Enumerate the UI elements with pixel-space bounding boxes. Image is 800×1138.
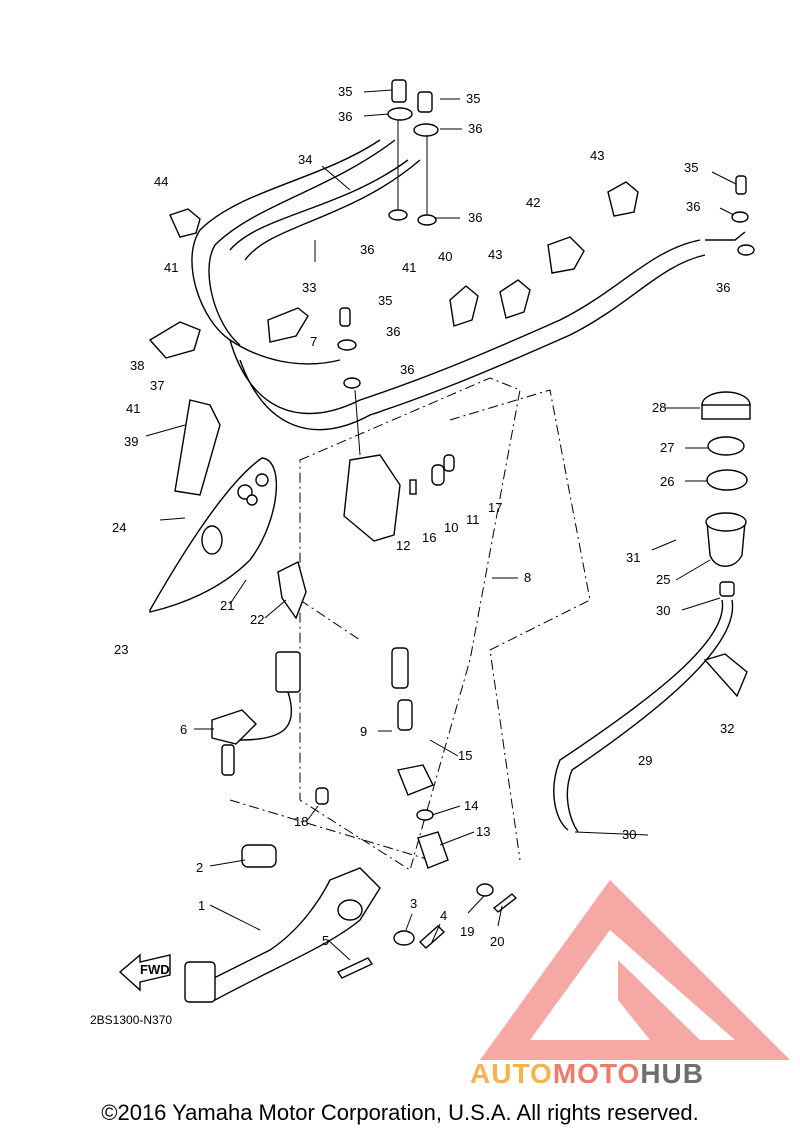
master-cylinder <box>343 454 455 869</box>
label-32: 32 <box>720 721 734 736</box>
fwd-arrow: FWD <box>118 953 171 992</box>
brake-pedal <box>184 787 518 1003</box>
label-16: 16 <box>422 530 436 545</box>
watermark-text: AUTOMOTOHUB <box>470 1058 704 1090</box>
label-12: 12 <box>396 538 410 553</box>
label-30a: 30 <box>656 603 670 618</box>
label-36b: 36 <box>468 121 482 136</box>
label-25: 25 <box>656 572 670 587</box>
label-35b: 35 <box>466 91 480 106</box>
label-13: 13 <box>476 824 490 839</box>
label-20: 20 <box>490 934 504 949</box>
watermark-logo <box>480 880 790 1060</box>
label-7: 7 <box>310 334 317 349</box>
label-33: 33 <box>302 280 316 295</box>
label-43a: 43 <box>590 148 604 163</box>
label-31: 31 <box>626 550 640 565</box>
label-36a: 36 <box>338 109 352 124</box>
label-40: 40 <box>438 249 452 264</box>
label-36e: 36 <box>686 199 700 214</box>
label-3: 3 <box>410 896 417 911</box>
label-41c: 41 <box>402 260 416 275</box>
label-6: 6 <box>180 722 187 737</box>
label-11: 11 <box>466 512 480 527</box>
label-35c: 35 <box>684 160 698 175</box>
label-43b: 43 <box>488 247 502 262</box>
label-1: 1 <box>198 898 205 913</box>
label-41a: 41 <box>164 260 178 275</box>
switch-6 <box>211 651 301 776</box>
copyright-notice: ©2016 Yamaha Motor Corporation, U.S.A. A… <box>101 1100 699 1125</box>
fwd-label: FWD <box>140 962 170 977</box>
watermark-hub: HUB <box>640 1058 704 1089</box>
banjo-bolts <box>337 79 755 456</box>
label-35d: 35 <box>378 293 392 308</box>
label-4: 4 <box>440 908 447 923</box>
label-36c: 36 <box>468 210 482 225</box>
label-2: 2 <box>196 860 203 875</box>
label-8: 8 <box>524 570 531 585</box>
label-36g: 36 <box>386 324 400 339</box>
label-24: 24 <box>112 520 126 535</box>
label-18: 18 <box>294 814 308 829</box>
bracket-22 <box>277 560 307 620</box>
label-36h: 36 <box>400 362 414 377</box>
label-14: 14 <box>464 798 478 813</box>
label-10: 10 <box>444 520 458 535</box>
label-42: 42 <box>526 195 540 210</box>
leader-lines <box>145 89 737 961</box>
label-39: 39 <box>124 434 138 449</box>
label-17: 17 <box>488 500 502 515</box>
label-37: 37 <box>150 378 164 393</box>
bracket-39 <box>174 399 221 496</box>
hose-clamps <box>148 181 639 359</box>
label-21: 21 <box>220 598 234 613</box>
part-labels: 1 2 3 4 5 6 7 8 9 10 11 12 13 14 15 16 1… <box>112 84 734 949</box>
watermark-auto: AUTO <box>470 1058 553 1089</box>
label-35a: 35 <box>338 84 352 99</box>
label-38: 38 <box>130 358 144 373</box>
label-15: 15 <box>458 748 472 763</box>
label-22: 22 <box>250 612 264 627</box>
label-44: 44 <box>154 174 168 189</box>
brake-hoses <box>191 139 746 431</box>
reservoir <box>553 391 751 833</box>
label-9: 9 <box>360 724 367 739</box>
assembly-outline <box>229 377 591 871</box>
label-28: 28 <box>652 400 666 415</box>
label-36d: 36 <box>360 242 374 257</box>
label-5: 5 <box>322 933 329 948</box>
label-29: 29 <box>638 753 652 768</box>
watermark-moto: MOTO <box>552 1058 641 1089</box>
label-41b: 41 <box>126 401 140 416</box>
label-26: 26 <box>660 474 674 489</box>
label-36f: 36 <box>716 280 730 295</box>
label-30b: 30 <box>622 827 636 842</box>
label-34: 34 <box>298 152 312 167</box>
label-23: 23 <box>114 642 128 657</box>
diagram-code: 2BS1300-N370 <box>90 1013 172 1027</box>
label-19: 19 <box>460 924 474 939</box>
label-27: 27 <box>660 440 674 455</box>
